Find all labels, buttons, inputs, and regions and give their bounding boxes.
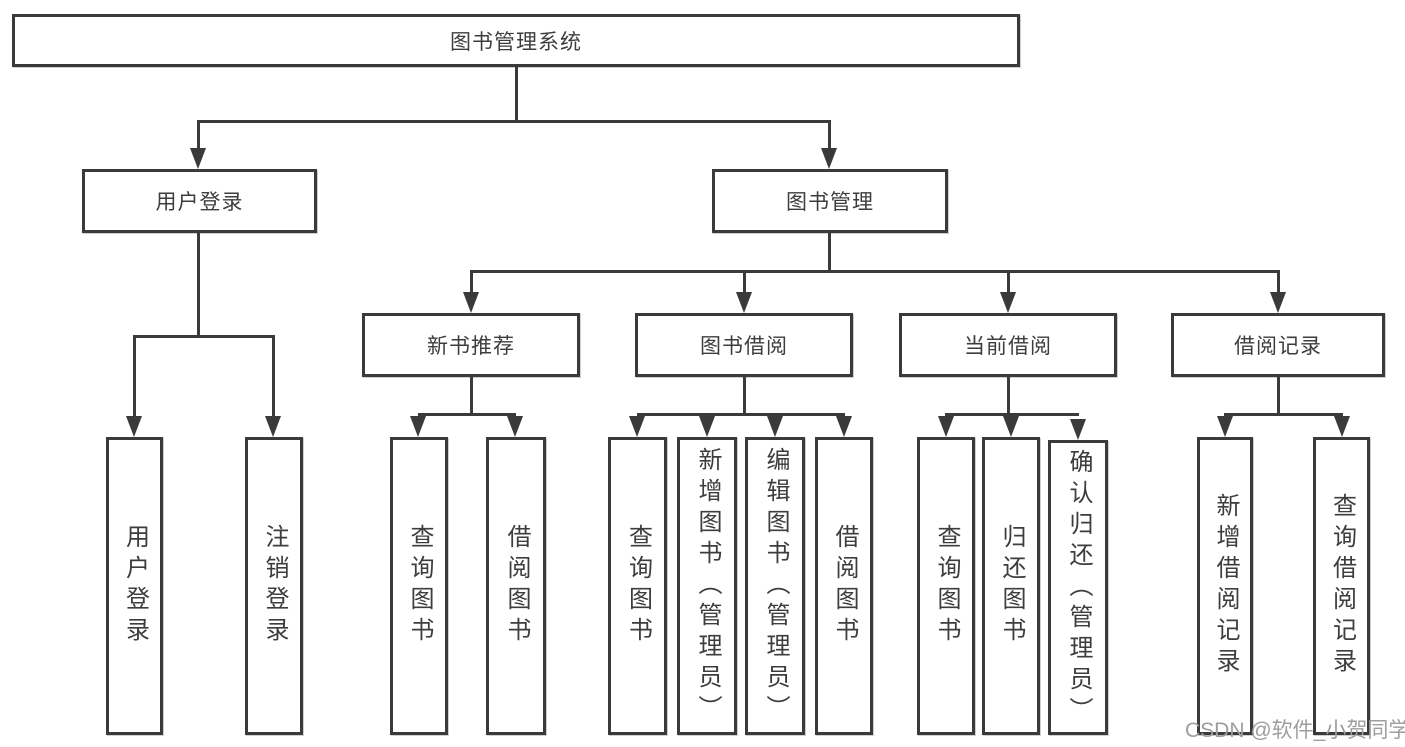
node-user-login: 用户登录: [82, 169, 317, 233]
node-borrow-records: 借阅记录: [1171, 313, 1385, 377]
node-borrow-records-label: 借阅记录: [1234, 335, 1322, 358]
connector-user-stub: [197, 233, 200, 335]
leaf-current-confirm-return-admin: 确认归还（管理员）: [1048, 440, 1108, 735]
connector-newbook-hline: [418, 413, 516, 416]
arrow-current-leaf1: [938, 416, 954, 437]
arrow-to-current: [1000, 292, 1016, 313]
node-book-management-label: 图书管理: [786, 191, 874, 214]
leaf-borrow-borrow-books-label: 借阅图书: [830, 524, 858, 648]
leaf-records-add-record-label: 新增借阅记录: [1211, 493, 1239, 679]
connector-level2-hline: [197, 120, 830, 123]
node-book-borrow-label: 图书借阅: [700, 335, 788, 358]
connector-records-hline: [1224, 413, 1343, 416]
leaf-borrow-edit-books-admin-label: 编辑图书（管理员）: [761, 446, 789, 726]
node-book-borrow: 图书借阅: [635, 313, 853, 377]
arrow-to-book-management: [821, 148, 837, 169]
arrow-user-leaf1: [126, 416, 142, 437]
connector-mgmt-stub: [828, 233, 831, 270]
node-root-label: 图书管理系统: [450, 30, 582, 54]
connector-borrow-hline: [637, 413, 845, 416]
node-new-book-recommend: 新书推荐: [362, 313, 580, 377]
arrow-records-leaf1: [1217, 416, 1233, 437]
leaf-current-return-books: 归还图书: [982, 437, 1040, 735]
connector-to-book-management: [828, 120, 831, 148]
arrow-current-leaf3: [1070, 419, 1086, 440]
arrow-borrow-leaf1: [629, 416, 645, 437]
node-user-login-label: 用户登录: [155, 191, 244, 214]
arrow-borrow-leaf3: [767, 416, 783, 437]
leaf-borrow-query-books-label: 查询图书: [624, 524, 652, 648]
leaf-borrow-borrow-books: 借阅图书: [815, 437, 873, 735]
leaf-newbook-query-books: 查询图书: [390, 437, 448, 735]
arrow-newbook-leaf2: [507, 416, 523, 437]
leaf-records-query-record: 查询借阅记录: [1313, 437, 1370, 735]
arrow-user-leaf2: [265, 416, 281, 437]
leaf-logout: 注销登录: [245, 437, 303, 735]
leaf-current-query-books-label: 查询图书: [932, 524, 960, 648]
connector-current-hline: [945, 413, 1079, 416]
connector-to-user-login: [197, 120, 200, 148]
node-current-borrow: 当前借阅: [899, 313, 1117, 377]
connector-borrow-stub: [743, 377, 746, 413]
connector-records-stub: [1277, 377, 1280, 413]
connector-newbook-stub: [470, 377, 473, 413]
arrow-current-leaf2: [1003, 416, 1019, 437]
node-root: 图书管理系统: [12, 14, 1020, 67]
node-new-book-recommend-label: 新书推荐: [427, 335, 515, 358]
arrow-borrow-leaf2: [699, 416, 715, 437]
connector-to-records: [1277, 270, 1280, 292]
leaf-borrow-query-books: 查询图书: [608, 437, 667, 735]
leaf-current-confirm-return-admin-label: 确认归还（管理员）: [1064, 449, 1092, 728]
arrow-to-borrow: [736, 292, 752, 313]
connector-user-v2: [272, 335, 275, 416]
connector-to-current: [1007, 270, 1010, 292]
arrow-newbook-leaf1: [410, 416, 426, 437]
arrow-borrow-leaf4: [836, 416, 852, 437]
arrow-to-records: [1270, 292, 1286, 313]
connector-to-newbook: [470, 270, 473, 292]
arrow-to-user-login: [190, 148, 206, 169]
leaf-newbook-borrow-books: 借阅图书: [486, 437, 546, 735]
arrow-to-newbook: [463, 292, 479, 313]
node-current-borrow-label: 当前借阅: [964, 335, 1052, 358]
connector-to-borrow: [743, 270, 746, 292]
watermark: CSDN @软件_小贺同学: [1185, 719, 1405, 742]
connector-user-v1: [133, 335, 136, 416]
node-book-management: 图书管理: [712, 169, 948, 233]
leaf-newbook-borrow-books-label: 借阅图书: [502, 524, 530, 648]
connector-root-stub: [515, 66, 518, 120]
leaf-current-query-books: 查询图书: [917, 437, 975, 735]
leaf-borrow-add-books-admin: 新增图书（管理员）: [677, 437, 737, 735]
leaf-records-add-record: 新增借阅记录: [1197, 437, 1253, 735]
leaf-borrow-edit-books-admin: 编辑图书（管理员）: [745, 437, 805, 735]
connector-current-stub: [1007, 377, 1010, 413]
connector-user-hline: [133, 335, 275, 338]
leaf-user-login-label: 用户登录: [121, 524, 149, 648]
leaf-newbook-query-books-label: 查询图书: [405, 524, 433, 648]
leaf-records-query-record-label: 查询借阅记录: [1328, 493, 1356, 679]
leaf-user-login: 用户登录: [106, 437, 163, 735]
leaf-borrow-add-books-admin-label: 新增图书（管理员）: [693, 446, 721, 726]
leaf-current-return-books-label: 归还图书: [997, 524, 1025, 648]
arrow-records-leaf2: [1334, 416, 1350, 437]
leaf-logout-label: 注销登录: [260, 524, 288, 648]
connector-level3-hline: [470, 270, 1280, 273]
